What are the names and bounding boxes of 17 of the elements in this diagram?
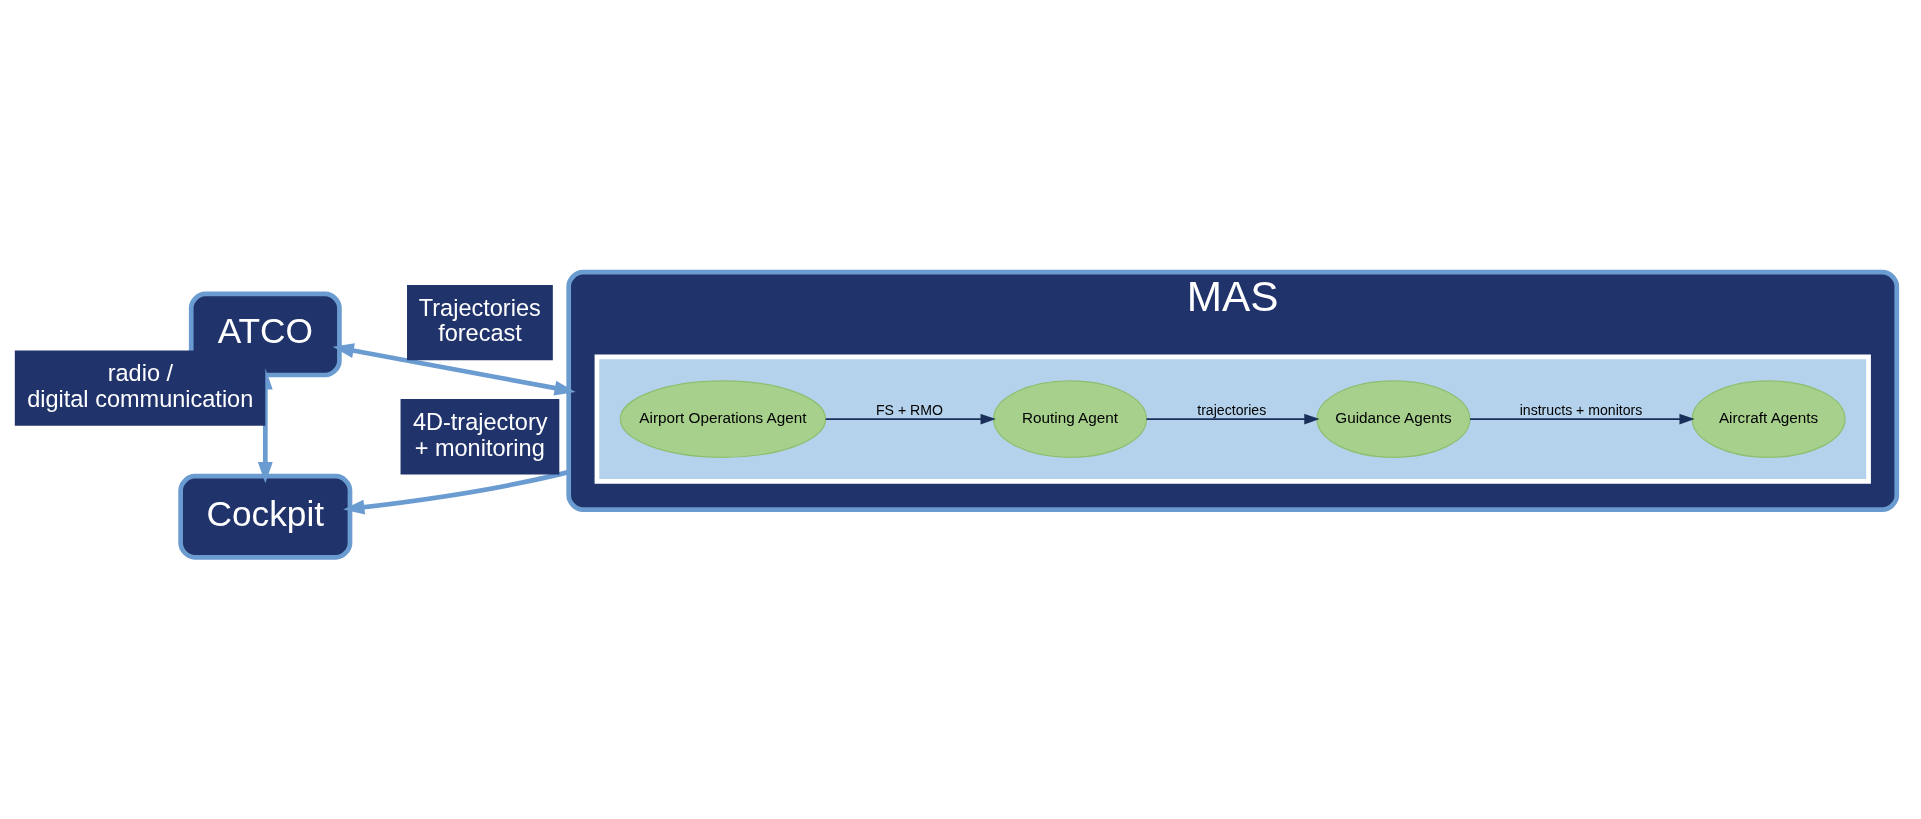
edge-label: FS + RMO: [876, 401, 944, 418]
edge-label: trajectories: [1197, 401, 1267, 418]
node-ellipse: Aircraft Agents: [1691, 379, 1846, 458]
cluster: [594, 353, 1871, 484]
node-box: ATCO: [188, 291, 342, 377]
arrow: [343, 469, 570, 515]
arrow: [824, 413, 996, 424]
arrow: [1469, 413, 1695, 424]
edge-label: Trajectories forecast: [418, 294, 541, 346]
node-ellipse: Guidance Agents: [1316, 379, 1471, 458]
arrow: [1145, 413, 1320, 424]
node-box: Cockpit: [178, 473, 353, 560]
edge-label: 4D-trajectory + monitoring: [412, 408, 548, 461]
node-ellipse: Airport Operations Agent: [619, 379, 827, 458]
arrow: [332, 342, 576, 395]
edge-label: instructs + monitors: [1519, 401, 1643, 418]
node-ellipse: Routing Agent: [993, 379, 1148, 458]
